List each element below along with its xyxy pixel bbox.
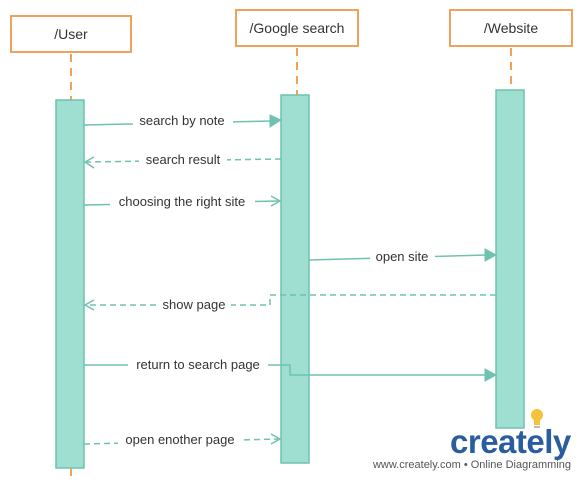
- arrowhead-open-enother: [270, 433, 282, 445]
- message-return-to-search-page: return to search page: [84, 356, 498, 382]
- lifeline-user: /User: [10, 15, 132, 480]
- message-open-enother-page: open enother page: [83, 431, 282, 449]
- lifeline-website: /Website: [449, 9, 573, 429]
- message-open-enother-label: open enother page: [125, 432, 234, 447]
- lifeline-website-header: [449, 9, 573, 47]
- message-return-search-label: return to search page: [136, 357, 260, 372]
- message-show-page-label-bg: [157, 296, 231, 314]
- message-open-enother-label-bg: [118, 431, 242, 449]
- arrowhead-show-page: [83, 299, 95, 311]
- message-choosing-site-label-bg: [110, 193, 255, 211]
- arrowhead-return-search: [484, 368, 498, 382]
- message-show-page-line: [87, 294, 496, 306]
- lifeline-user-title: /User: [54, 26, 88, 42]
- lifeline-google-header: [235, 9, 359, 47]
- activation-user: [55, 99, 85, 469]
- message-search-result-line: [86, 158, 282, 163]
- message-choosing-site-label: choosing the right site: [119, 194, 245, 209]
- message-open-site: open site: [308, 248, 498, 266]
- message-return-search-label-bg: [128, 356, 268, 374]
- lifeline-website-title: /Website: [484, 20, 538, 36]
- activation-google: [280, 94, 310, 464]
- message-open-site-label-bg: [370, 248, 435, 266]
- creately-branding: creately www.creately.com • Online Diagr…: [372, 409, 572, 471]
- creately-logo: creately: [450, 423, 572, 460]
- message-show-page-label: show page: [163, 297, 226, 312]
- creately-caption: www.creately.com • Online Diagramming: [372, 459, 571, 471]
- message-search-result-label: search result: [146, 152, 221, 167]
- activation-website: [495, 89, 525, 429]
- arrowhead-open-site: [484, 248, 498, 262]
- arrowhead-search-result: [83, 156, 95, 169]
- message-search-result-label-bg: [139, 151, 227, 169]
- arrowhead-search-by-note: [269, 114, 283, 128]
- message-search-by-note-label-bg: [133, 112, 233, 130]
- lifeline-google-title: /Google search: [250, 20, 345, 36]
- message-open-enother-line: [83, 438, 279, 445]
- lifeline-user-header: [10, 15, 132, 53]
- message-search-by-note: search by note: [83, 112, 283, 130]
- message-show-page: show page: [83, 294, 496, 314]
- arrowhead-choosing-site: [270, 195, 282, 207]
- message-open-site-label: open site: [376, 249, 429, 264]
- message-search-result: search result: [83, 151, 282, 169]
- message-choosing-the-right-site: choosing the right site: [83, 193, 282, 211]
- lifeline-google-search: /Google search: [235, 9, 359, 464]
- message-search-by-note-label: search by note: [139, 113, 224, 128]
- lightbulb-icon: [531, 409, 543, 428]
